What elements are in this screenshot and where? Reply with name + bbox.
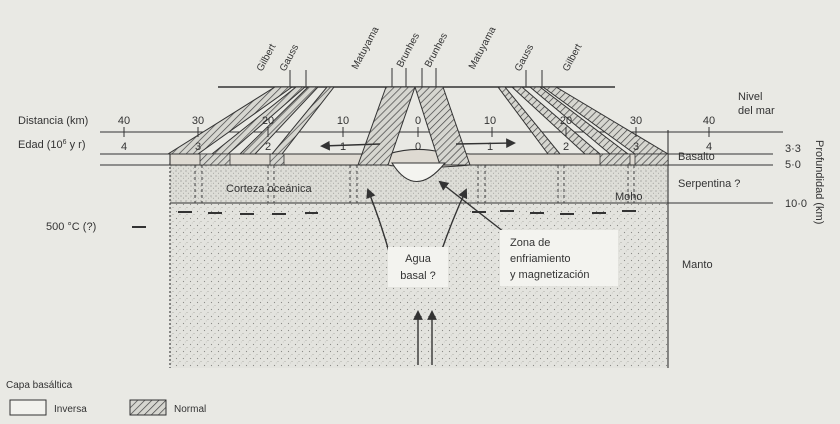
legend-inverse-label: Inversa [54,404,87,415]
chron-gauss-right: Gauss [513,43,536,74]
depth-tick-10-0: 10·0 [785,198,807,210]
basal-water-line1: Agua [405,253,432,265]
legend: Capa basáltica Inversa Normal [6,380,206,415]
chron-gilbert-left: Gilbert [255,42,279,73]
svg-text:3: 3 [195,141,201,153]
isotherm-label: 500 °C (?) [46,221,96,233]
svg-text:20: 20 [262,115,274,127]
chron-gilbert-right: Gilbert [561,42,585,73]
normal-bands-left [168,87,415,165]
distance-axis-label: Distancia (km) [18,115,88,127]
svg-text:30: 30 [630,115,642,127]
chron-matuyama-left: Matuyama [350,25,382,72]
svg-text:20: 20 [560,115,572,127]
legend-normal-label: Normal [174,404,206,415]
svg-text:10: 10 [337,115,349,127]
svg-text:2: 2 [563,141,569,153]
svg-text:1: 1 [340,141,346,153]
svg-text:10: 10 [484,115,496,127]
distance-ticks: 40 30 20 10 0 10 20 30 40 [118,115,715,127]
depth-tick-3-3: 3·3 [785,143,801,155]
sea-level-label-line2: del mar [738,105,775,117]
cooling-zone-line1: Zona de [510,237,550,249]
cooling-zone-line3: y magnetización [510,269,590,281]
cooling-zone-line2: enfriamiento [510,253,571,265]
svg-text:0: 0 [415,115,421,127]
chron-gauss-left: Gauss [278,43,301,74]
legend-inverse-swatch [10,400,46,415]
moho-label: Moho [615,191,643,203]
svg-text:3: 3 [633,141,639,153]
legend-title: Capa basáltica [6,380,73,391]
basalt-label: Basalto [678,151,715,163]
svg-text:4: 4 [121,141,127,153]
oceanic-crust-label: Corteza oceánica [226,183,312,195]
chron-labels: Gilbert Gauss Matuyama Brunhes Brunhes M… [255,25,585,74]
svg-text:2: 2 [265,141,271,153]
svg-text:1: 1 [487,141,493,153]
serpentine-label: Serpentina ? [678,178,740,190]
svg-text:30: 30 [192,115,204,127]
svg-text:40: 40 [118,115,130,127]
chron-matuyama-right: Matuyama [467,25,499,72]
basal-water-line2: basal ? [400,270,435,282]
svg-text:40: 40 [703,115,715,127]
age-axis-label: Edad (106 y r) [18,139,86,151]
legend-normal-swatch [130,400,166,415]
depth-tick-5-0: 5·0 [785,159,801,171]
chron-brunhes-left: Brunhes [395,31,422,69]
chron-brunhes-right: Brunhes [423,31,450,69]
depth-axis-title: Profundidad (km) [813,140,825,224]
svg-text:0: 0 [415,141,421,153]
mantle-label: Manto [682,259,713,271]
sea-level-label-line1: Nivel [738,91,762,103]
